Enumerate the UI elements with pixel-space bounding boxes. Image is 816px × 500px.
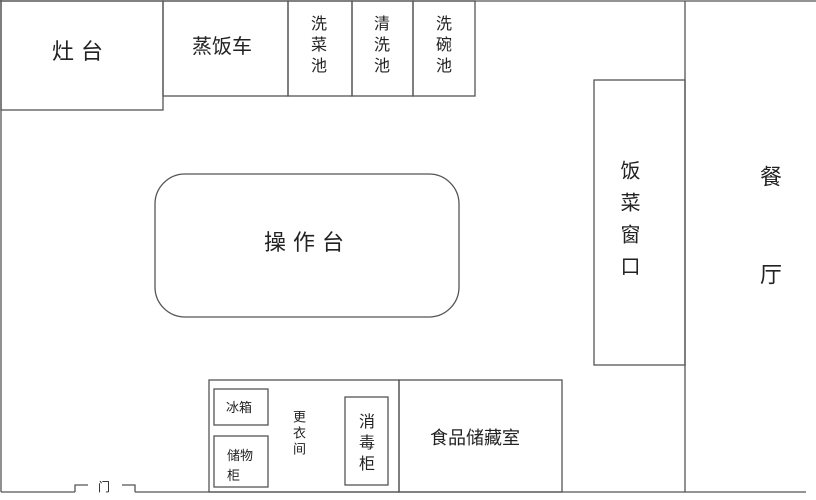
serving-window-box bbox=[593, 79, 686, 366]
dish-sink-box bbox=[412, 0, 476, 97]
sterilizer-label: 消毒柜 bbox=[356, 413, 375, 476]
rinse-sink-label: 清洗池 bbox=[371, 15, 390, 78]
sterilizer-box bbox=[344, 396, 389, 486]
door-jamb-left bbox=[74, 484, 88, 492]
dish-sink-label: 洗碗池 bbox=[433, 15, 452, 78]
door-label: 门 bbox=[98, 480, 111, 494]
rice-steamer-label: 蒸饭车 bbox=[192, 34, 252, 58]
food-storage-box bbox=[398, 379, 563, 493]
door-jamb-right bbox=[122, 484, 136, 492]
work-table-label: 操 作 台 bbox=[264, 231, 344, 256]
food-storage-label: 食品储藏室 bbox=[430, 428, 520, 449]
dining-hall-label: 餐厅 bbox=[756, 165, 781, 361]
stove-label: 灶 台 bbox=[52, 40, 103, 65]
fridge-box bbox=[213, 388, 269, 426]
storage-cabinet-label: 储物柜 bbox=[227, 449, 254, 484]
changing-room-label: 更衣间 bbox=[290, 410, 305, 458]
storage-cabinet-box bbox=[213, 435, 269, 488]
work-table-box bbox=[154, 173, 460, 318]
serving-window-label: 饭菜窗口 bbox=[617, 160, 641, 288]
fridge-label: 冰箱 bbox=[226, 401, 253, 416]
veg-sink-label: 洗菜池 bbox=[308, 15, 327, 78]
